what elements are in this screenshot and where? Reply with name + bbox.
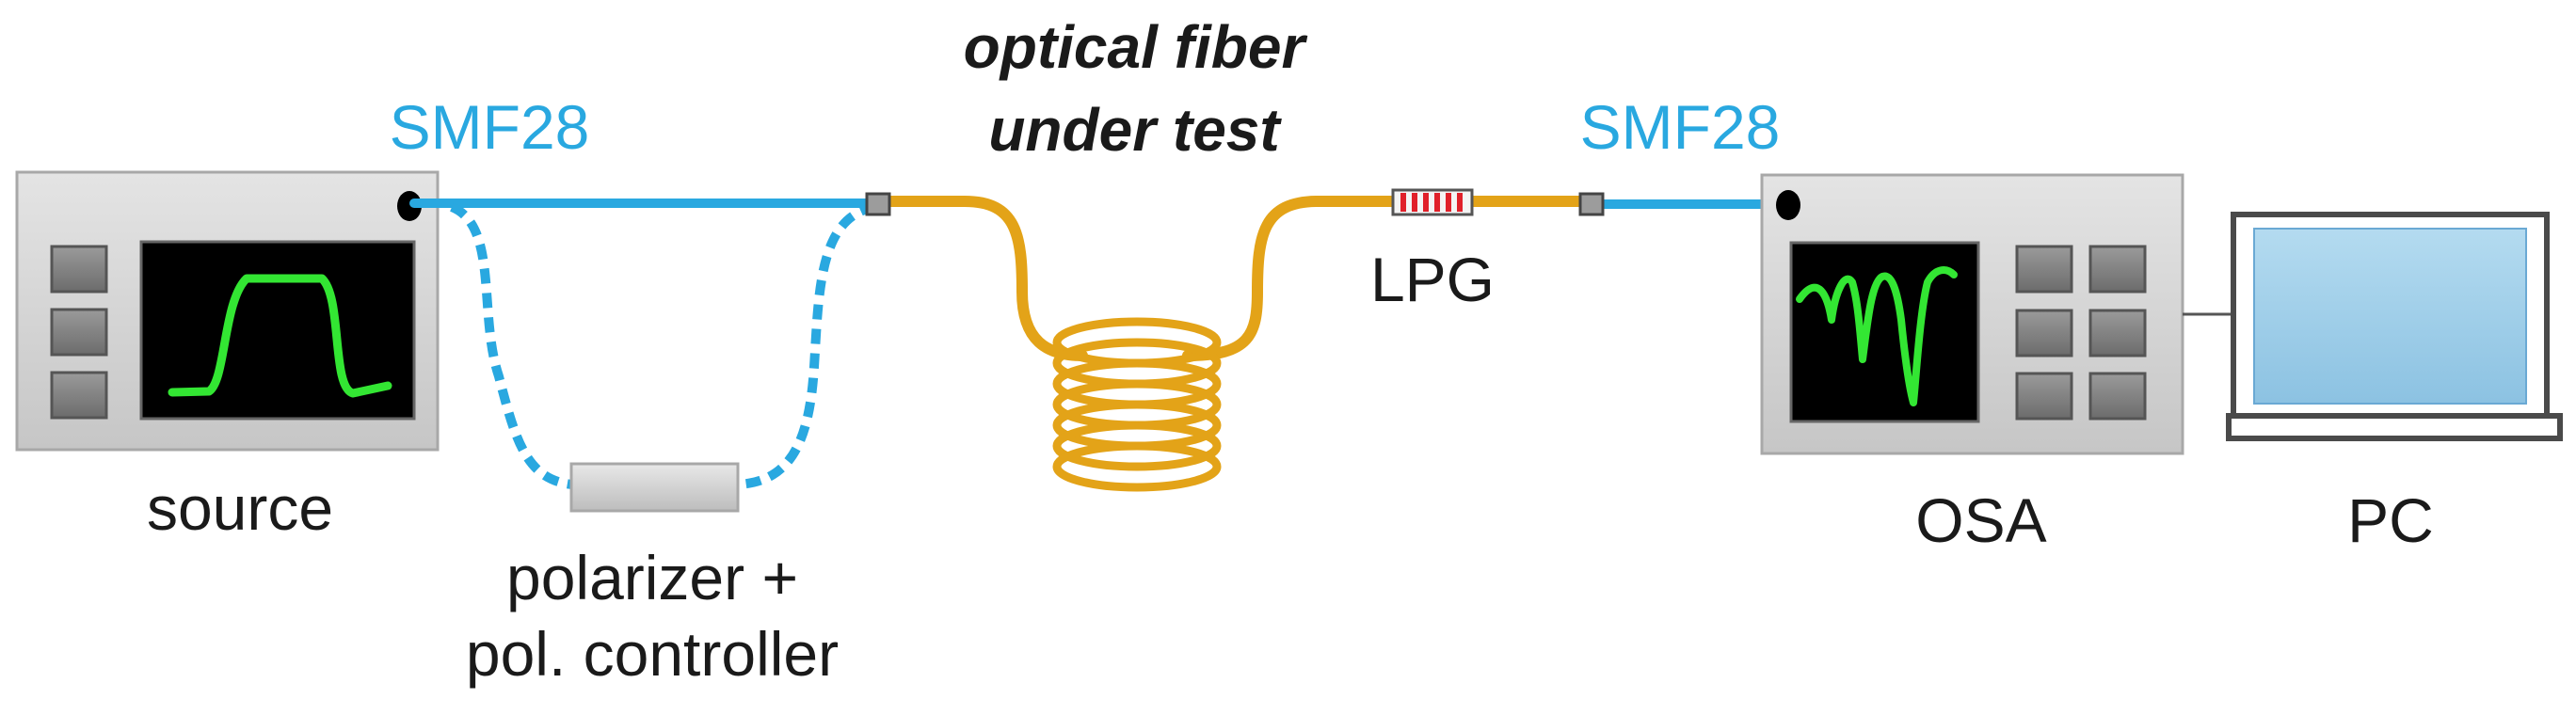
test-fiber-right: [1182, 196, 1399, 361]
osa-spectrum-trace: [1796, 266, 1958, 406]
polarizer-label-line2: pol. controller: [466, 619, 839, 689]
fiber-title-line1: optical fiber: [964, 13, 1308, 81]
connector-left: [865, 192, 891, 216]
source-button-1: [50, 245, 108, 294]
laptop-icon: [2226, 212, 2563, 441]
laptop-base: [2226, 413, 2563, 441]
smf28-right-label: SMF28: [1580, 92, 1781, 162]
smf28-left-label: SMF28: [390, 92, 590, 162]
osa-input-port: [1776, 190, 1800, 220]
fiber-coil-icon: [1052, 317, 1222, 492]
polarizer-fiber-path-right: [737, 202, 877, 489]
osa-label: OSA: [1915, 485, 2046, 555]
polarizer-label-line1: polarizer +: [506, 543, 798, 612]
fiber-title-line2: under test: [988, 96, 1282, 164]
osa-button-1: [2015, 245, 2073, 294]
lpg-label: LPG: [1370, 245, 1495, 314]
osa-button-4: [2088, 309, 2147, 358]
test-fiber-left: [876, 196, 1088, 361]
lpg-grating-icon: [1391, 188, 1474, 216]
pc-label: PC: [2347, 485, 2434, 555]
source-button-2: [50, 308, 108, 357]
source-spectrum-trace: [168, 274, 392, 398]
osa-instrument-icon: [1760, 173, 2184, 455]
source-instrument-icon: [15, 170, 440, 452]
osa-button-6: [2088, 372, 2147, 421]
osa-button-5: [2015, 372, 2073, 421]
source-label: source: [147, 473, 333, 543]
osa-button-3: [2015, 309, 2073, 358]
polarizer-fiber-path-left: [449, 202, 573, 489]
connector-right: [1578, 192, 1605, 216]
polarizer-box-icon: [569, 462, 740, 513]
laptop-screen: [2253, 228, 2527, 405]
source-button-3: [50, 371, 108, 420]
osa-button-2: [2088, 245, 2147, 294]
